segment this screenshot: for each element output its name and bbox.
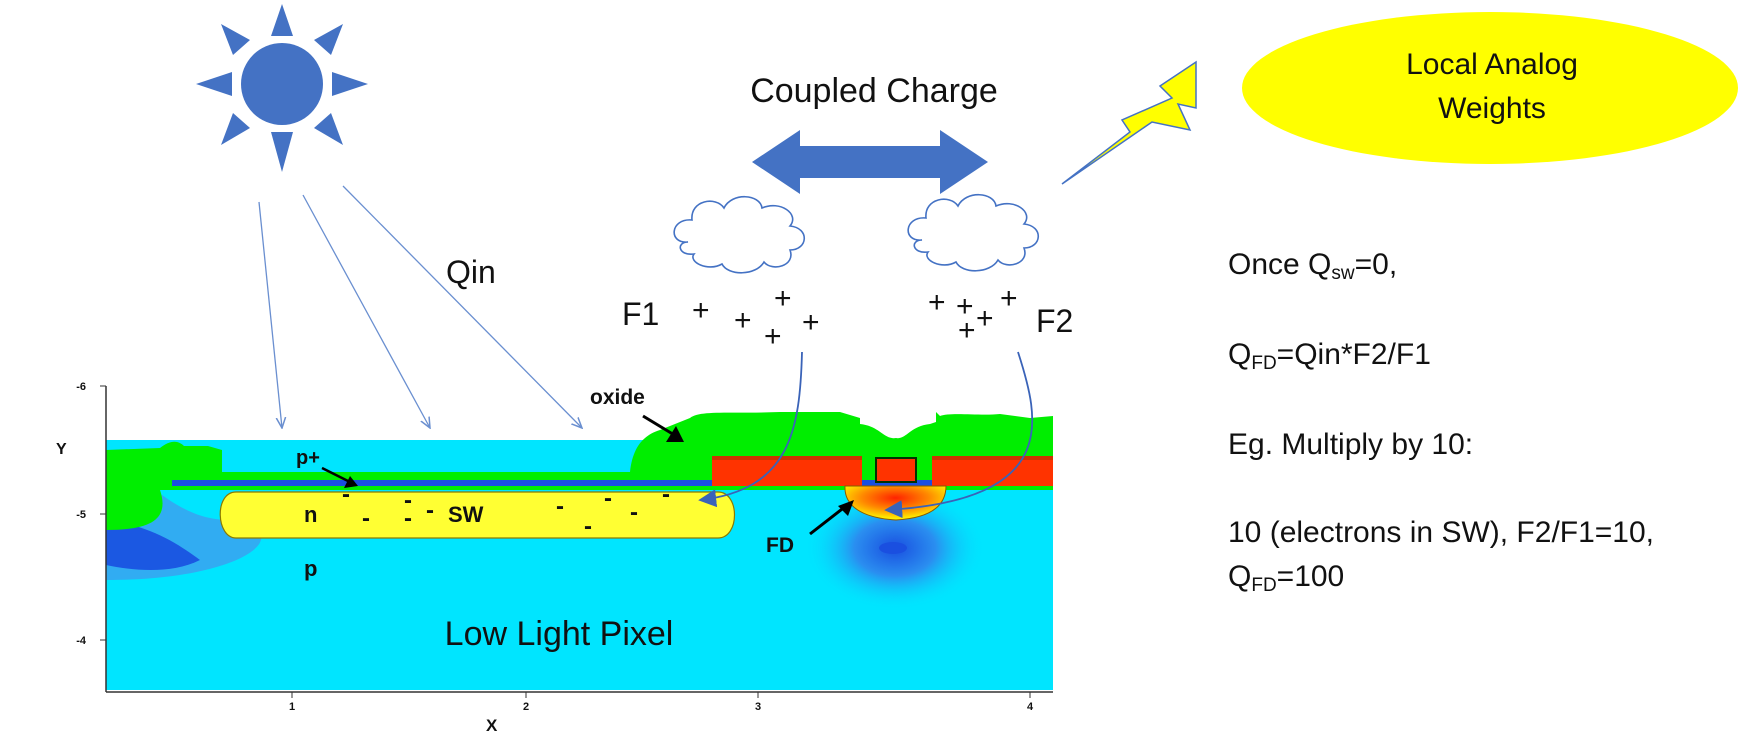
y-axis-label: Y [56,441,67,458]
minus-charge: - [584,513,592,540]
equation-example: Eg. Multiply by 10: [1228,428,1474,461]
fd-pointer [809,504,847,536]
x-ticks: 1 2 3 4 [289,692,1034,713]
y-ticks: -6 -5 -4 [76,381,106,647]
f1-plus-charges: + + + + + [692,282,820,353]
equation-qfd-result: QFD=100 [1228,560,1345,596]
minus-charge: - [404,505,412,532]
plus-charge: + [802,306,820,339]
qin-label: Qin [446,254,496,290]
local-analog-weights-ellipse [1242,12,1738,164]
plus-charge: + [764,320,782,353]
x-axis-label: X [486,716,498,735]
x-tick-label: 4 [1027,701,1034,713]
minus-charge: - [630,499,638,526]
plus-charge: + [956,290,974,323]
sun-icon [196,4,368,172]
p-plus-pointer [321,466,351,484]
local-weights-line2: Weights [1438,92,1546,125]
local-weights-line1: Local Analog [1406,48,1578,81]
f2-plus-charges: + + + + + [928,282,1018,347]
n-label: n [304,502,317,527]
cross-section-plot: - - - - - - - - - - n SW p p+ oxide FD L… [56,381,1053,735]
p-plus-layer [172,480,1052,486]
cloud-f2-icon [907,193,1040,272]
p-label: p [304,556,317,581]
plus-charge: + [958,314,976,347]
plus-charge: + [976,302,994,335]
light-rays [258,185,582,428]
sw-minus-charges: - - - - - - - - - - [342,481,670,540]
y-tick-label: -5 [76,509,86,521]
minus-charge: - [362,505,370,532]
plus-charge: + [774,282,792,315]
minus-charge: - [404,487,412,514]
minus-charge: - [342,481,350,508]
plus-charge: + [928,286,946,319]
x-tick-label: 1 [289,701,295,713]
x-tick-label: 3 [755,701,761,713]
equation-once-qsw: Once Qsw=0, [1228,248,1398,284]
f1-charge-arrow [698,351,803,508]
p-plus-label: p+ [296,447,320,469]
plus-charge: + [692,294,710,327]
minus-charge: - [426,497,434,524]
x-tick-label: 2 [523,701,529,713]
oxide-label: oxide [590,386,645,409]
low-light-pixel-label: Low Light Pixel [445,615,674,653]
lightning-icon [1061,60,1197,185]
oxide-pointer [642,414,677,438]
minus-charge: - [604,485,612,512]
equation-qfd: QFD=Qin*F2/F1 [1228,338,1431,374]
cloud-f1-icon [673,195,806,274]
minus-charge: - [556,493,564,520]
coupled-charge-double-arrow [752,130,988,194]
equation-electrons: 10 (electrons in SW), F2/F1=10, [1228,516,1655,549]
y-tick-label: -6 [76,381,86,393]
gate-right [932,456,1053,486]
f2-label: F2 [1036,303,1073,339]
y-tick-label: -4 [76,635,87,647]
gate-left [712,456,862,486]
f2-charge-arrow [884,351,1034,519]
sw-region [219,491,736,539]
contact [875,457,917,483]
coupled-charge-label: Coupled Charge [750,72,998,110]
plus-charge: + [1000,282,1018,315]
minus-charge: - [662,481,670,508]
fd-label: FD [766,534,794,557]
plus-charge: + [734,304,752,337]
f1-label: F1 [622,296,659,332]
sw-label: SW [448,502,484,527]
